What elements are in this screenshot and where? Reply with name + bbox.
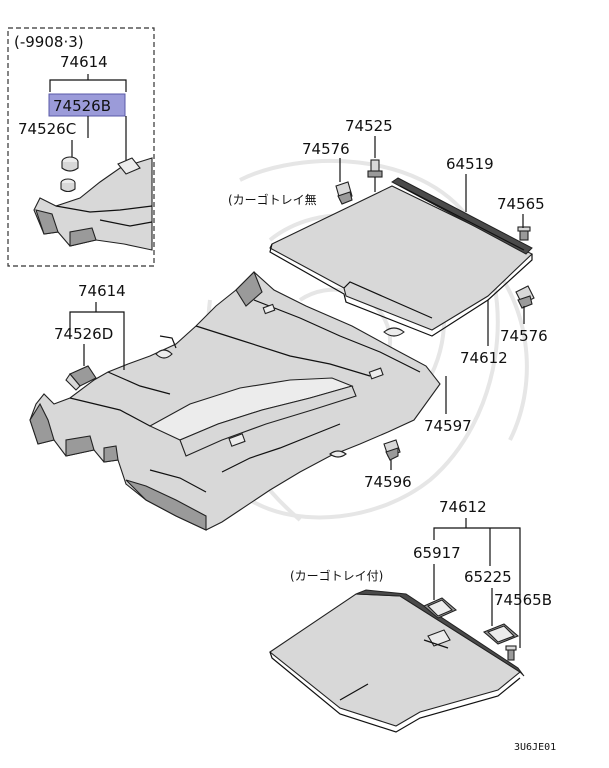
label-74576-top: 74576 xyxy=(302,140,350,158)
strip-64519 xyxy=(391,177,533,255)
label-74614-main: 74614 xyxy=(78,282,126,300)
label-74576-right: 74576 xyxy=(500,327,548,345)
label-65917: 65917 xyxy=(413,544,461,562)
clip-74596 xyxy=(383,439,401,461)
label-74565B: 74565B xyxy=(494,591,552,609)
label-74596: 74596 xyxy=(364,473,412,491)
pad-65917 xyxy=(422,597,458,619)
bracket-74612-bottom xyxy=(433,518,521,648)
clip-74526C xyxy=(60,156,79,193)
cargo-tray-74612 xyxy=(269,589,525,733)
inset-note: (-9908·3) xyxy=(14,33,84,51)
label-74526D: 74526D xyxy=(54,325,113,343)
label-74526C: 74526C xyxy=(18,120,76,138)
carpet-inset-drawing xyxy=(33,157,153,251)
floor-carpet-74597 xyxy=(29,271,441,531)
label-74525: 74525 xyxy=(345,117,393,135)
label-64519: 64519 xyxy=(446,155,494,173)
bolt-74525 xyxy=(367,159,383,192)
label-74612-mid: 74612 xyxy=(460,349,508,367)
inset-box xyxy=(7,27,155,267)
label-74612-bottom: 74612 xyxy=(439,498,487,516)
bracket-74614-inset xyxy=(49,74,127,92)
clip-74576-top xyxy=(335,181,353,205)
label-74597: 74597 xyxy=(424,417,472,435)
figure-code: 3U6JE01 xyxy=(514,742,556,753)
clip-74526D xyxy=(65,365,97,391)
label-74565: 74565 xyxy=(497,195,545,213)
highlight-74526B xyxy=(48,93,126,117)
label-74614-inset: 74614 xyxy=(60,53,108,71)
screw-74565 xyxy=(517,226,531,241)
leader-inset xyxy=(71,116,127,170)
note-no-cargo-tray: (カーゴトレイ無 xyxy=(228,192,317,207)
screw-74565B xyxy=(505,645,517,661)
bracket-74614-main xyxy=(69,302,125,370)
pad-65225 xyxy=(482,623,520,645)
label-74526B: 74526B xyxy=(53,97,111,115)
note-with-cargo-tray: (カーゴトレイ付) xyxy=(290,568,383,583)
label-65225: 65225 xyxy=(464,568,512,586)
cargo-board-74612 xyxy=(269,185,533,337)
clip-74576-right xyxy=(515,285,535,309)
